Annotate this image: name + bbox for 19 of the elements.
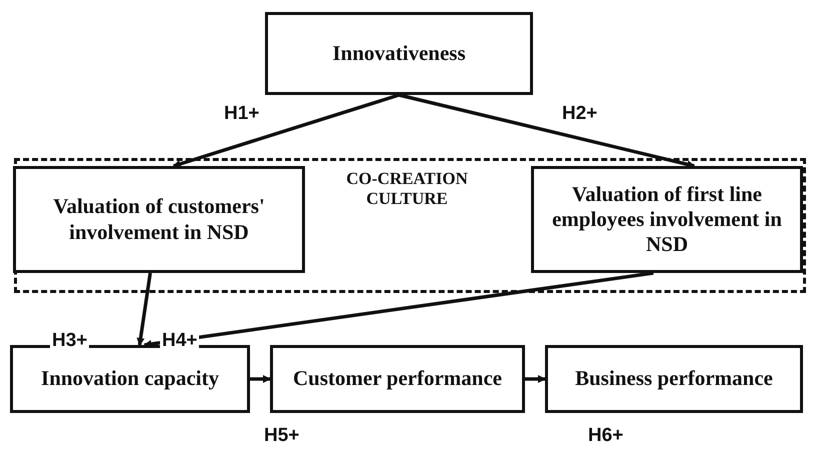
concept-box (13, 166, 305, 273)
concept-label: Customer performance (292, 366, 503, 392)
group-title: CO-CREATION CULTURE (345, 169, 469, 210)
arrow (250, 375, 271, 383)
concept-label: Innovativeness (331, 40, 467, 66)
arrow (398, 93, 696, 168)
concept-box (265, 12, 533, 95)
concept-label: Innovation capacity (40, 366, 220, 392)
dashed-group-boundary (14, 158, 806, 293)
concept-box (10, 345, 250, 413)
arrow (525, 375, 546, 383)
arrow (143, 271, 654, 348)
concept-label: Valuation of customers' involvement in NSD (52, 194, 266, 245)
arrow (172, 93, 400, 168)
concept-box (545, 345, 803, 413)
concept-box (270, 345, 525, 413)
concept-label: Business performance (574, 366, 774, 392)
concept-box (531, 166, 803, 273)
concept-label: Valuation of first line employees involvement in NSD (551, 182, 783, 258)
